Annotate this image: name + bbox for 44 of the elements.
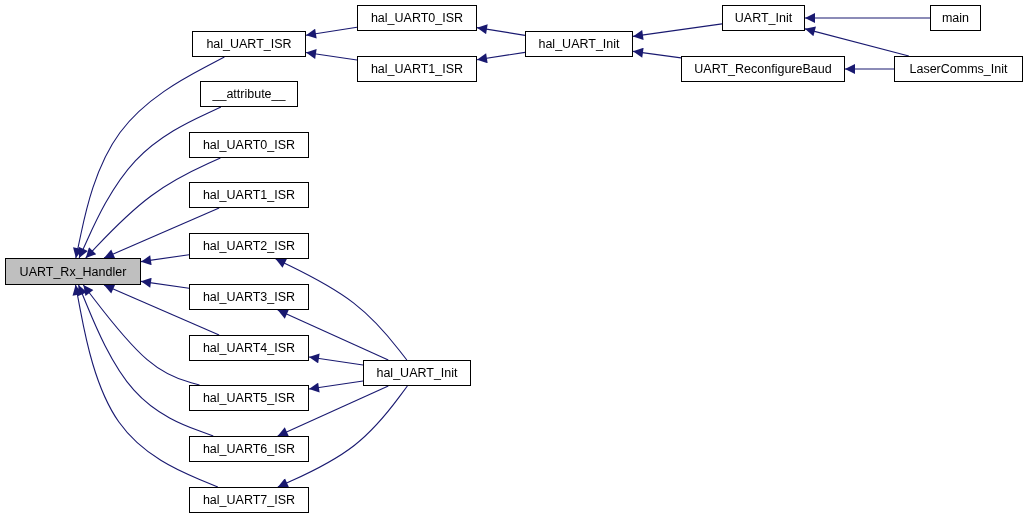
arrow xyxy=(277,385,408,488)
arrow xyxy=(305,49,358,61)
arrow xyxy=(632,47,682,59)
function-box: hal_UART_ISR xyxy=(192,31,306,57)
arrow xyxy=(72,284,219,488)
arrow xyxy=(305,26,358,39)
function-box: hal_UART7_ISR xyxy=(189,487,309,513)
arrow xyxy=(308,380,364,393)
function-box: __attribute__ xyxy=(200,81,298,107)
function-box: hal_UART6_ISR xyxy=(189,436,309,462)
arrow xyxy=(804,26,910,57)
arrow xyxy=(476,51,526,64)
function-box: hal_UART1_ISR xyxy=(189,182,309,208)
arrow xyxy=(632,23,723,40)
arrow xyxy=(844,64,895,74)
arrow xyxy=(804,13,931,23)
function-box: hal_UART_Init xyxy=(525,31,633,57)
arrow xyxy=(103,284,220,336)
function-box: UART_ReconfigureBaud xyxy=(681,56,845,82)
function-box: hal_UART_Init xyxy=(363,360,471,386)
function-box: UART_Rx_Handler xyxy=(5,258,141,285)
arrow xyxy=(78,106,222,259)
arrow xyxy=(308,353,364,366)
arrow xyxy=(277,309,389,361)
function-box: hal_UART4_ISR xyxy=(189,335,309,361)
function-box: main xyxy=(930,5,981,31)
function-box: LaserComms_Init xyxy=(894,56,1023,82)
function-box: hal_UART1_ISR xyxy=(357,56,477,82)
function-box: hal_UART0_ISR xyxy=(357,5,477,31)
function-box: hal_UART2_ISR xyxy=(189,233,309,259)
arrow xyxy=(73,56,225,259)
function-box: UART_Init xyxy=(722,5,805,31)
arrow xyxy=(277,385,389,437)
arrow xyxy=(476,24,526,36)
arrow xyxy=(77,284,214,437)
arrow xyxy=(140,254,190,266)
arrow xyxy=(85,157,221,259)
function-box: hal_UART5_ISR xyxy=(189,385,309,411)
function-box: hal_UART3_ISR xyxy=(189,284,309,310)
arrow xyxy=(140,277,190,289)
arrow xyxy=(103,207,220,259)
function-box: hal_UART0_ISR xyxy=(189,132,309,158)
arrow xyxy=(82,284,201,386)
arrow xyxy=(275,258,408,361)
